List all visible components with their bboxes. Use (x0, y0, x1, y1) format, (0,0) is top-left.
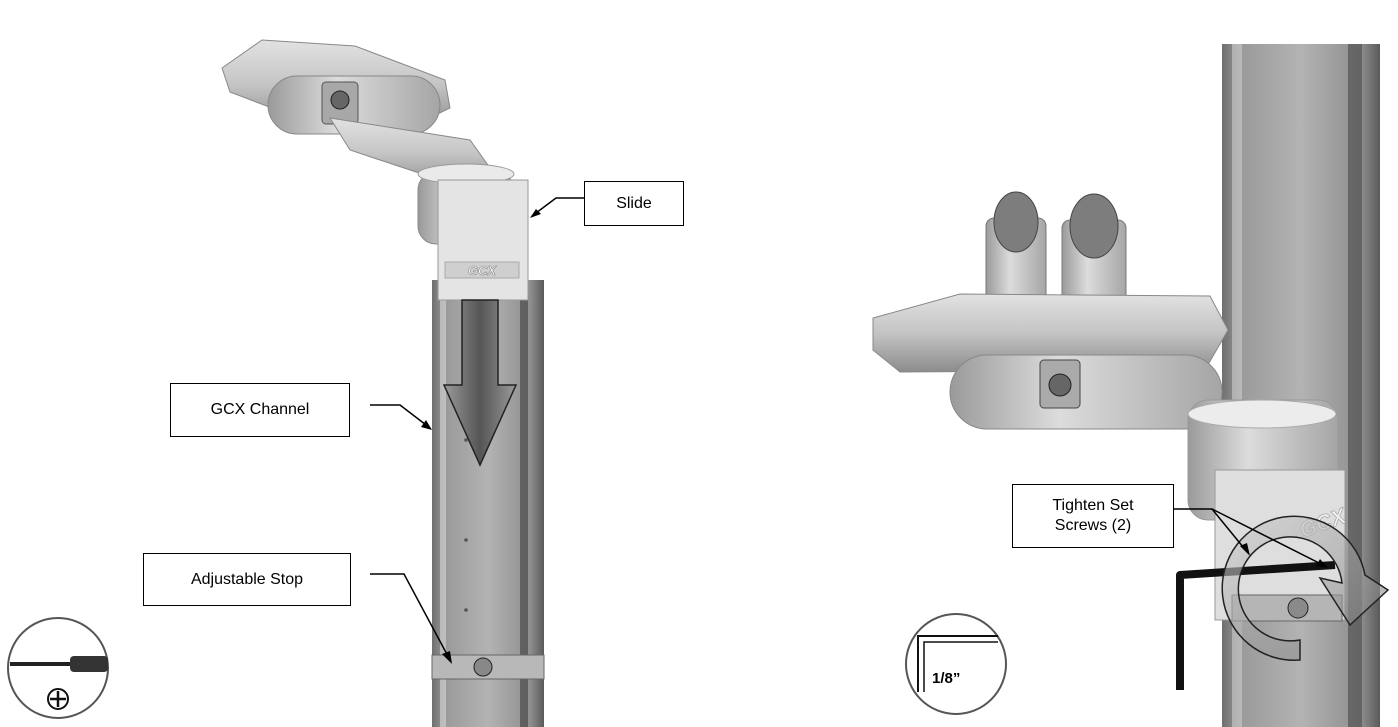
callout-gcx-channel: GCX Channel (170, 383, 350, 437)
down-arrow (442, 299, 518, 467)
brand-mark-left: GCX (468, 263, 498, 278)
callout-tighten-screws: Tighten Set Screws (2) (1012, 484, 1174, 548)
callout-tighten-line2: Screws (2) (1054, 517, 1132, 534)
left-assembly: GCX (221, 39, 545, 727)
callout-adjustable-stop-text: Adjustable Stop (190, 570, 304, 588)
hex-key-icon (905, 613, 1007, 715)
slide-left (437, 179, 529, 301)
leader-gcx-channel (370, 404, 431, 429)
right-assembly: GCX (872, 44, 1390, 727)
callout-tighten-line1: Tighten Set (1052, 497, 1134, 514)
rotation-arrow (1221, 515, 1390, 661)
callout-adjustable-stop: Adjustable Stop (143, 553, 351, 606)
mounting-plate-right (872, 293, 1229, 373)
hex-key (1176, 561, 1336, 690)
leader-adjustable-stop (370, 573, 451, 661)
callout-gcx-channel-text: GCX Channel (210, 401, 310, 418)
device-pucks (985, 191, 1127, 313)
leader-slide (531, 197, 584, 217)
callout-slide: Slide (584, 181, 684, 226)
phillips-screwdriver-icon (7, 617, 109, 719)
hex-key-size-label: 1/8” (932, 670, 961, 687)
callout-slide-text: Slide (616, 194, 652, 212)
